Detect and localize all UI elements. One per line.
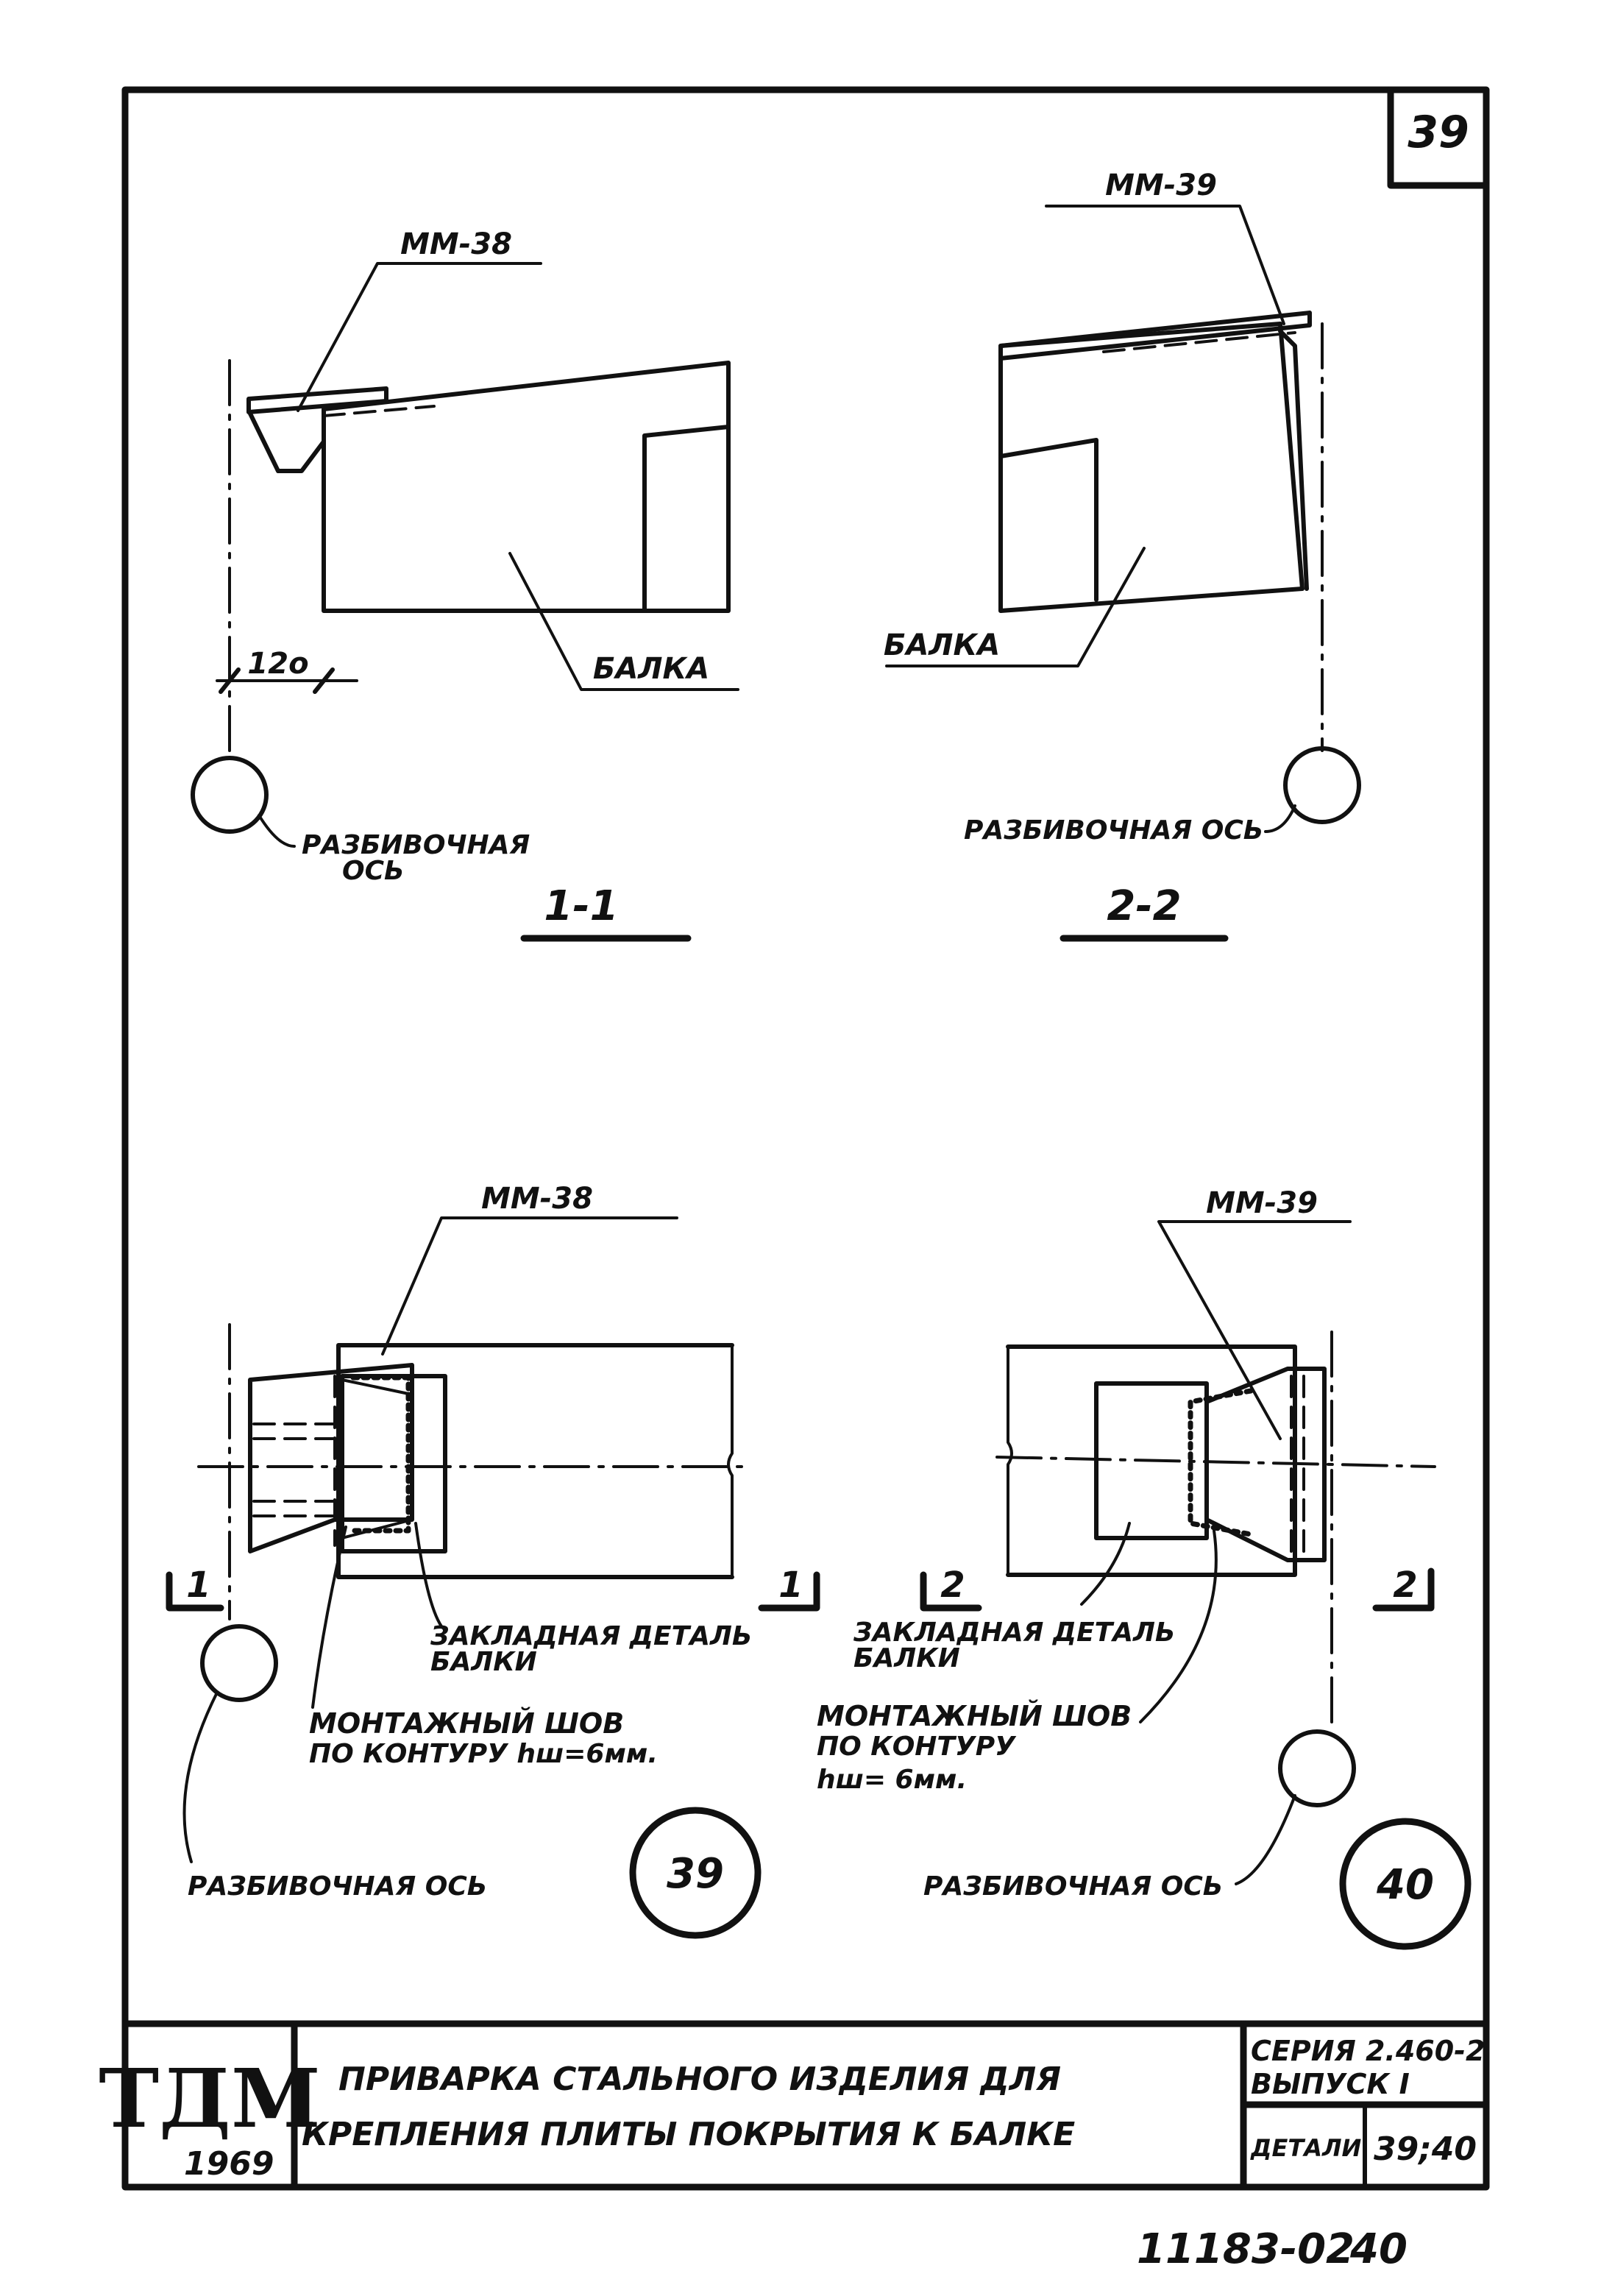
steel-plate xyxy=(1204,1367,1327,1562)
section-1-1: ММ-38 БАЛКА 12о РАЗБИВОЧНАЯ ОСЬ 1-1 xyxy=(191,227,739,942)
steel-plate xyxy=(248,1363,414,1553)
part-leader xyxy=(1045,205,1285,325)
section-title: 1-1 xyxy=(544,882,618,930)
title-line2: КРЕПЛЕНИЯ ПЛИТЫ ПОКРЫТИЯ К БАЛКЕ xyxy=(302,2116,1075,2153)
footer-code: 11183-02 xyxy=(1137,2225,1355,2273)
dimension-tick-1 xyxy=(219,667,241,694)
part-leader xyxy=(1157,1220,1352,1440)
weld-leader xyxy=(1139,1529,1218,1723)
weld-label-line2: ПО КОНТУРУ xyxy=(817,1732,1017,1762)
axis-label: РАЗБИВОЧНАЯ ОСЬ xyxy=(964,815,1263,846)
beam-outline xyxy=(998,322,1305,613)
plate-dash xyxy=(322,405,436,417)
plan-detail-39: ММ-38 1 1 ЗАКЛАДНАЯ ДЕТАЛЬ БАЛКИ МОНТАЖН… xyxy=(166,1182,820,1939)
part-label: ММ-39 xyxy=(1206,1186,1318,1220)
series-line1: СЕРИЯ 2.460-2 xyxy=(1251,2035,1485,2067)
weld-label-line1: МОНТАЖНЫЙ ШОВ xyxy=(817,1700,1132,1732)
series-line2: ВЫПУСК I xyxy=(1251,2068,1410,2100)
axis-label-line2: ОСЬ xyxy=(342,856,404,886)
plate-taper xyxy=(341,1378,413,1539)
cut-label-left: 2 xyxy=(940,1565,965,1606)
cut-label-right: 1 xyxy=(778,1565,803,1606)
embed-label-line2: БАЛКИ xyxy=(853,1643,960,1673)
page-number: 40 xyxy=(1349,2225,1408,2273)
embed-leader xyxy=(414,1522,443,1628)
beam-outline xyxy=(336,1343,734,1579)
cut-label-left: 1 xyxy=(186,1565,210,1606)
beam-leader xyxy=(885,547,1146,667)
beam-break xyxy=(1007,1345,1013,1576)
detail-number-circle xyxy=(1339,1818,1472,1950)
beam-outline xyxy=(1006,1344,1297,1577)
embedded-plate xyxy=(246,386,388,414)
cut-mark-right xyxy=(1372,1567,1435,1612)
title-block: ТДМ 1969 ПРИВАРКА СТАЛЬНОГО ИЗДЕЛИЯ ДЛЯ … xyxy=(99,2020,1490,2191)
detail-number: 39 xyxy=(667,1850,724,1898)
console xyxy=(1278,329,1309,591)
part-label: ММ-38 xyxy=(400,227,512,261)
embed-label-line2: БАЛКИ xyxy=(430,1647,537,1677)
detail-number-circle xyxy=(629,1807,762,1939)
part-leader xyxy=(297,262,542,412)
centerline xyxy=(995,1456,1436,1468)
weld-label-line2: ПО КОНТУРУ hш=6мм. xyxy=(309,1739,658,1769)
part-label: ММ-38 xyxy=(481,1182,593,1216)
details-label: ДЕТАЛИ xyxy=(1250,2134,1362,2162)
sheet-frame xyxy=(121,86,1490,2191)
axis-leader xyxy=(182,1691,219,1863)
axis-marker xyxy=(191,756,269,834)
axis-marker xyxy=(1278,1729,1356,1807)
details-value: 39;40 xyxy=(1374,2130,1477,2168)
beam-inner-edge xyxy=(998,438,1098,602)
section-2-2: ММ-39 БАЛКА РАЗБИВОЧНАЯ ОСЬ 2-2 xyxy=(884,169,1361,942)
sheet-number-box xyxy=(1387,86,1490,189)
axis-leader xyxy=(258,814,296,848)
beam-label: БАЛКА xyxy=(884,628,1000,662)
axis-label: РАЗБИВОЧНАЯ ОСЬ xyxy=(923,1871,1223,1902)
weld-label-line1: МОНТАЖНЫЙ ШОВ xyxy=(309,1707,624,1740)
cut-label-right: 2 xyxy=(1393,1565,1417,1606)
cut-mark-left xyxy=(166,1571,224,1612)
part-leader xyxy=(381,1216,678,1356)
weld-label-line3: hш= 6мм. xyxy=(817,1765,967,1795)
sheet-number: 39 xyxy=(1408,107,1469,158)
org-logo: ТДМ xyxy=(99,2051,320,2146)
beam-outline xyxy=(322,361,731,613)
plan-detail-40: ММ-39 2 2 ЗАКЛАДНАЯ ДЕТАЛЬ БАЛКИ МОНТАЖН… xyxy=(817,1186,1472,1950)
weld-seam xyxy=(350,1375,411,1534)
dimension-value: 12о xyxy=(247,647,308,681)
embed-label-line1: ЗАКЛАДНАЯ ДЕТАЛЬ xyxy=(853,1618,1175,1648)
weld-leader xyxy=(311,1526,347,1709)
org-year: 1969 xyxy=(184,2145,274,2183)
part-label: ММ-39 xyxy=(1105,169,1217,202)
axis-marker xyxy=(1283,746,1361,824)
embed-leader xyxy=(1080,1522,1131,1606)
axis-leader xyxy=(1235,1794,1296,1885)
beam-label: БАЛКА xyxy=(593,652,709,686)
title-line1: ПРИВАРКА СТАЛЬНОГО ИЗДЕЛИЯ ДЛЯ xyxy=(338,2061,1061,2098)
dimension-tick-2 xyxy=(313,667,335,694)
axis-label-line1: РАЗБИВОЧНАЯ xyxy=(302,830,530,860)
axis-leader xyxy=(1264,804,1296,833)
cut-mark-left xyxy=(920,1571,982,1612)
beam-inner-edge xyxy=(642,425,731,613)
console xyxy=(248,411,326,473)
axis-marker xyxy=(200,1624,278,1702)
cut-mark-right xyxy=(758,1571,820,1612)
embed-label-line1: ЗАКЛАДНАЯ ДЕТАЛЬ xyxy=(430,1621,752,1651)
detail-number: 40 xyxy=(1376,1861,1434,1909)
weld-seam xyxy=(1188,1388,1254,1537)
plate-dash xyxy=(1102,331,1296,353)
axis-label: РАЗБИВОЧНАЯ ОСЬ xyxy=(188,1871,487,1902)
embedded-plate xyxy=(998,311,1312,361)
beam-leader xyxy=(508,552,739,691)
beam-break xyxy=(727,1344,734,1578)
section-title: 2-2 xyxy=(1107,882,1181,930)
